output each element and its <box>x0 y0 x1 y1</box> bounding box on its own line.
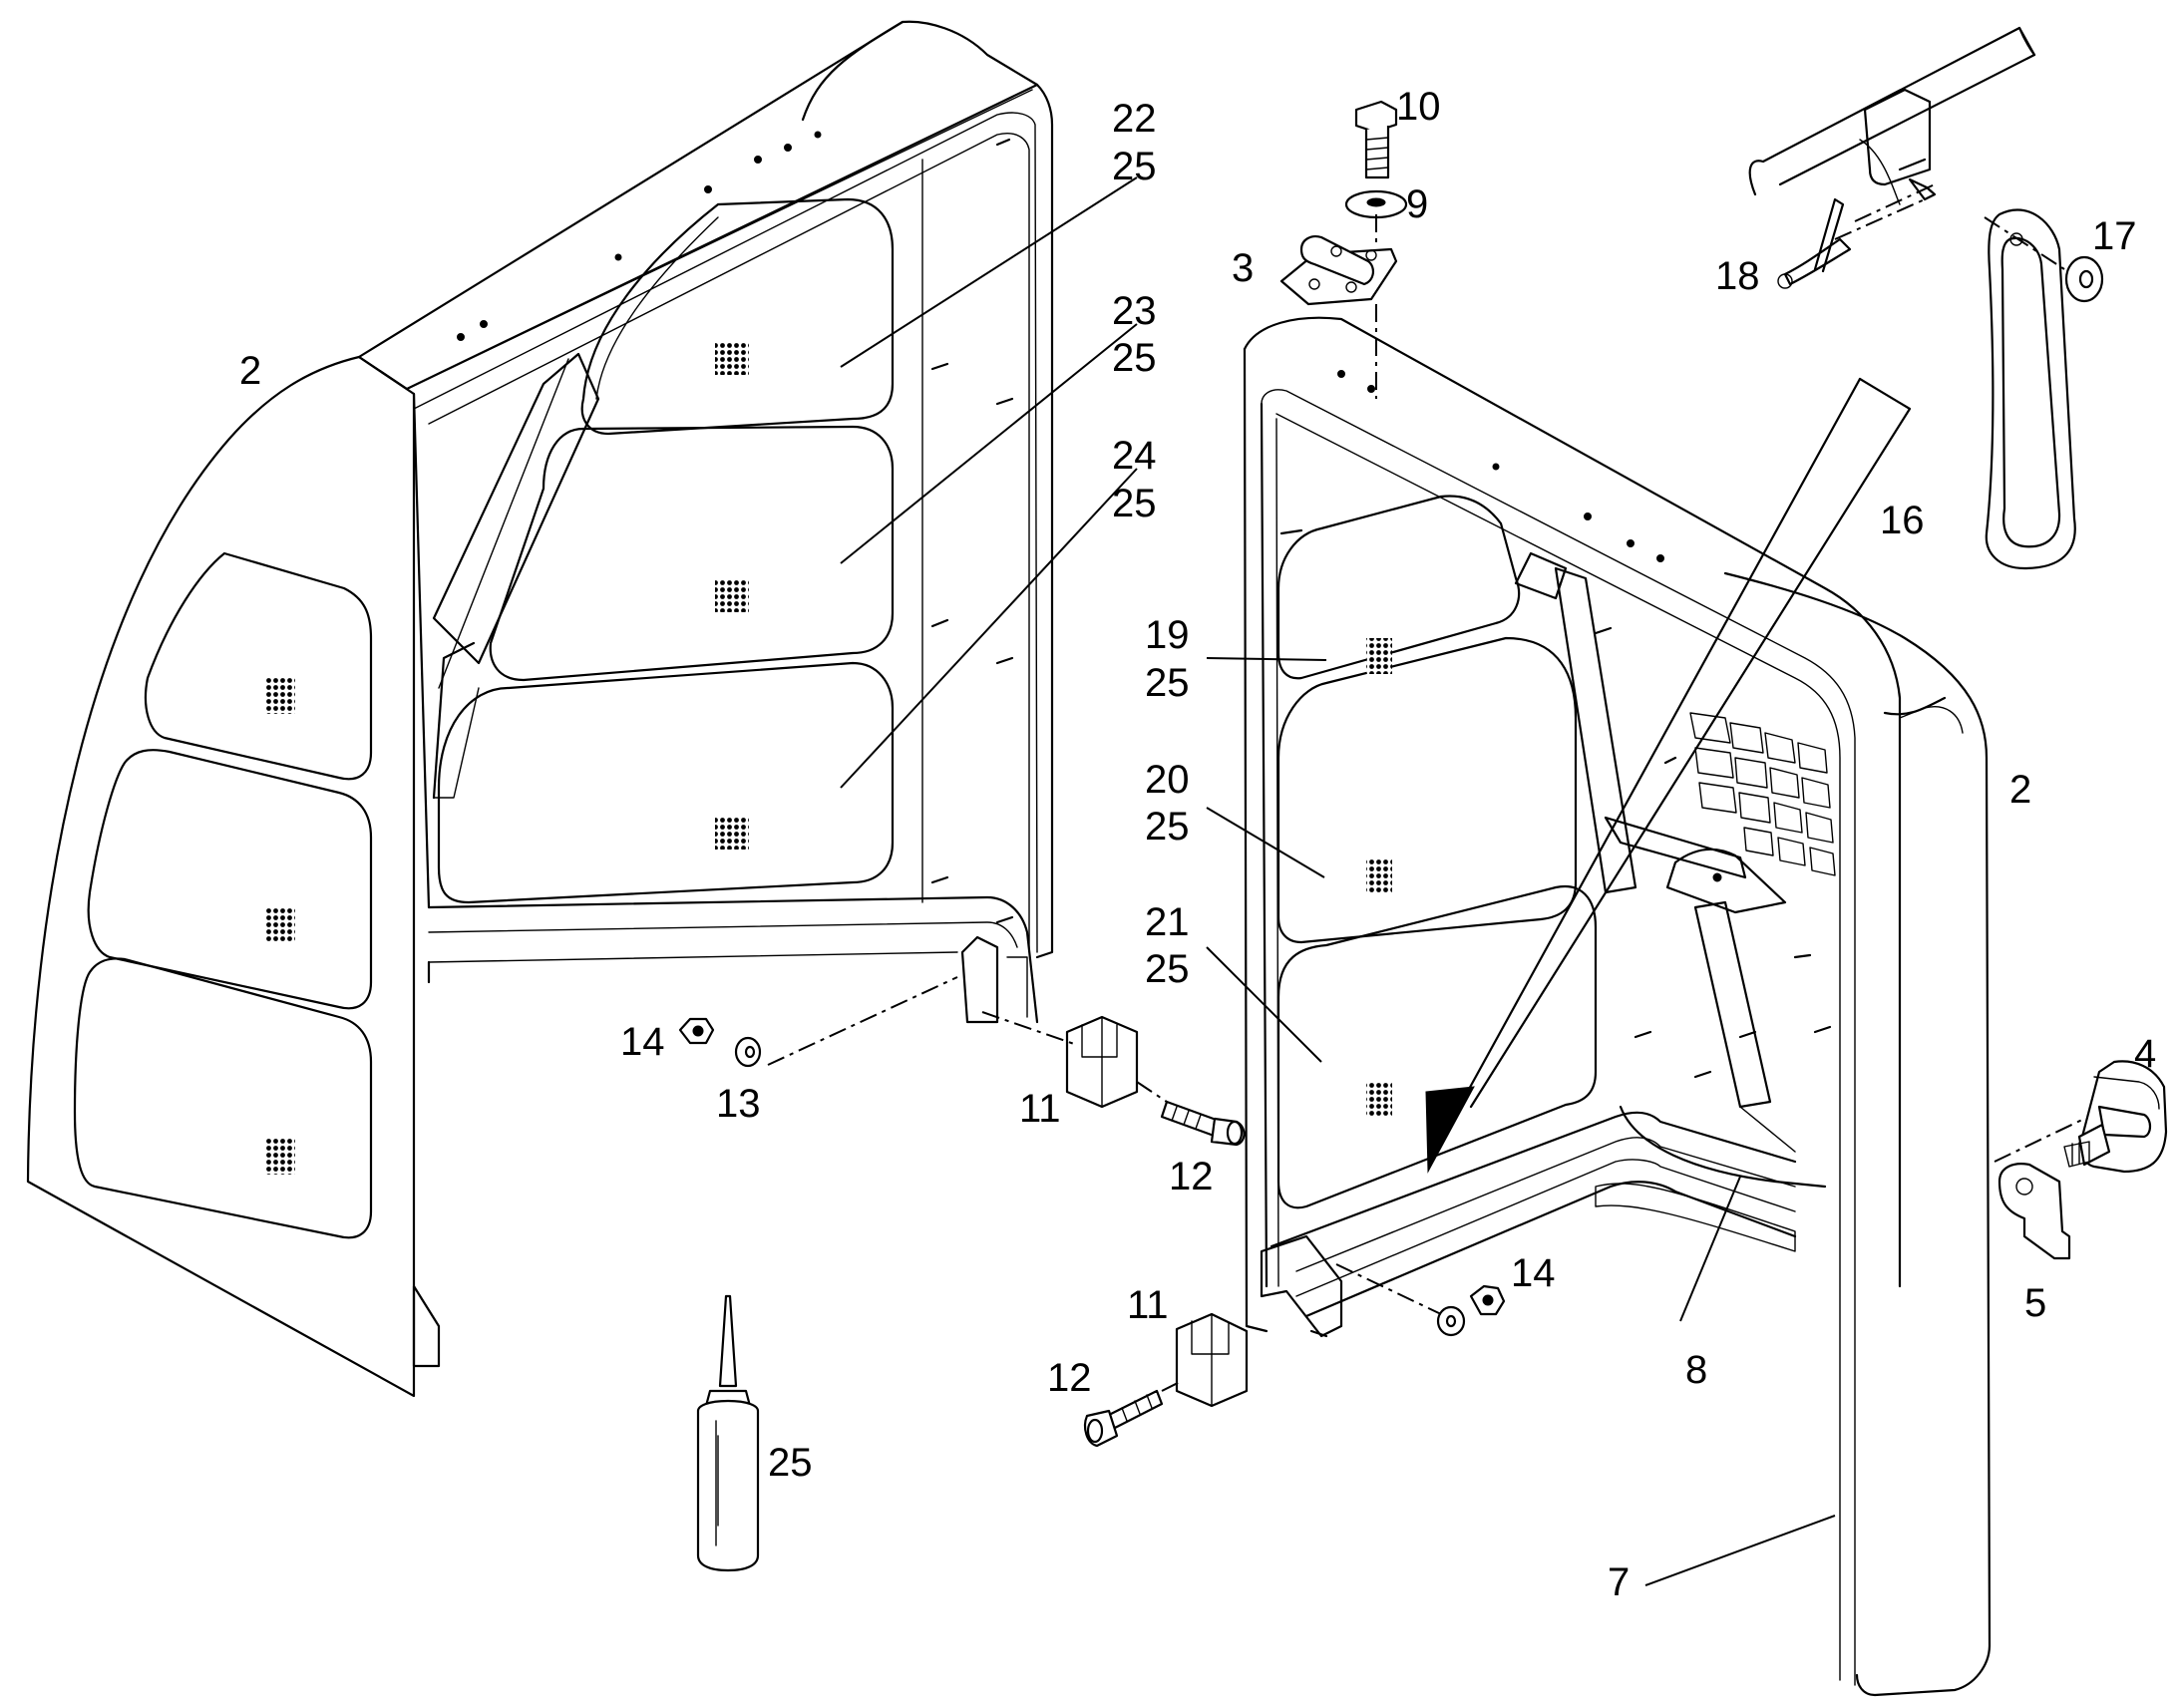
washer-left <box>734 1036 762 1068</box>
right-nut-axis <box>1335 1263 1442 1315</box>
callout-4: 4 <box>2134 1032 2156 1076</box>
callout-11-left: 11 <box>1019 1087 1061 1131</box>
left-inner-foam-panels <box>437 197 895 904</box>
right-door-panel <box>1243 316 1992 1697</box>
hinge-plate <box>1279 235 1398 306</box>
left-bolt-axis <box>981 1011 1168 1103</box>
leader-lines <box>840 176 1836 1586</box>
callout-12-right: 12 <box>1047 1356 1092 1400</box>
callout-20: 20 <box>1145 758 1190 802</box>
callout-5: 5 <box>2024 1281 2046 1325</box>
left-door-panel <box>26 20 1054 1398</box>
rubber-strap <box>1985 208 2076 570</box>
left-door-studs <box>930 138 1014 924</box>
bolt-left <box>1160 1100 1246 1147</box>
callout-23-sealant: 25 <box>1112 336 1157 380</box>
stop-block-left <box>1065 1015 1139 1109</box>
callout-18: 18 <box>1715 254 1760 298</box>
callout-7: 7 <box>1608 1560 1630 1604</box>
callout-8: 8 <box>1685 1348 1707 1392</box>
right-door-top-holes <box>1337 370 1664 562</box>
callout-11-right: 11 <box>1127 1283 1169 1327</box>
callout-22-sealant: 25 <box>1112 145 1157 188</box>
door-latch <box>2063 1060 2168 1174</box>
callout-12-left: 12 <box>1169 1155 1214 1198</box>
callout-9: 9 <box>1406 182 1428 226</box>
door-stay-bracket <box>1748 26 2036 205</box>
right-door-grille <box>1689 712 1836 876</box>
callout-16: 16 <box>1880 499 1925 542</box>
left-door-top-holes <box>457 131 822 341</box>
callout-17: 17 <box>2092 214 2137 258</box>
callout-13: 13 <box>716 1082 761 1126</box>
hinge-bolt <box>1354 100 1398 179</box>
callout-24: 24 <box>1112 434 1157 478</box>
callout-21-sealant: 25 <box>1145 947 1190 991</box>
callout-10: 10 <box>1396 85 1441 129</box>
nut-left <box>678 1017 715 1045</box>
bolt-right <box>1083 1389 1164 1448</box>
callout-24-sealant: 25 <box>1112 482 1157 525</box>
callout-20-sealant: 25 <box>1145 805 1190 849</box>
callout-3: 3 <box>1232 246 1254 290</box>
cotter-pin <box>1777 197 1852 289</box>
strap-axis-line <box>1834 183 2065 270</box>
callout-14-left: 14 <box>620 1020 665 1064</box>
hinge-washer <box>1344 189 1408 219</box>
right-inner-foam-panels <box>1276 495 1598 1209</box>
callout-14-right: 14 <box>1511 1251 1556 1295</box>
nut-right <box>1469 1284 1506 1316</box>
sealant-cartridge <box>696 1294 760 1572</box>
callout-21: 21 <box>1145 900 1190 944</box>
strap-washer <box>2064 255 2104 303</box>
callout-2-left: 2 <box>239 349 261 393</box>
callout-25: 25 <box>768 1441 813 1485</box>
callout-2-right: 2 <box>2009 768 2031 812</box>
latch-plate <box>1998 1163 2071 1260</box>
stop-block-right <box>1175 1312 1249 1408</box>
left-outer-panels <box>73 551 373 1239</box>
callout-22: 22 <box>1112 97 1157 141</box>
callouts: 2 2 3 4 5 7 8 9 10 11 11 12 12 13 14 14 … <box>239 85 2156 1604</box>
callout-19-sealant: 25 <box>1145 661 1190 705</box>
left-nut-axis <box>767 976 958 1066</box>
latch-axis-line <box>1994 1118 2085 1163</box>
callout-19: 19 <box>1145 613 1190 657</box>
washer-right <box>1436 1305 1466 1337</box>
right-bolt-axis <box>1161 1380 1183 1392</box>
right-door-studs <box>1279 528 1832 1079</box>
callout-23: 23 <box>1112 289 1157 333</box>
